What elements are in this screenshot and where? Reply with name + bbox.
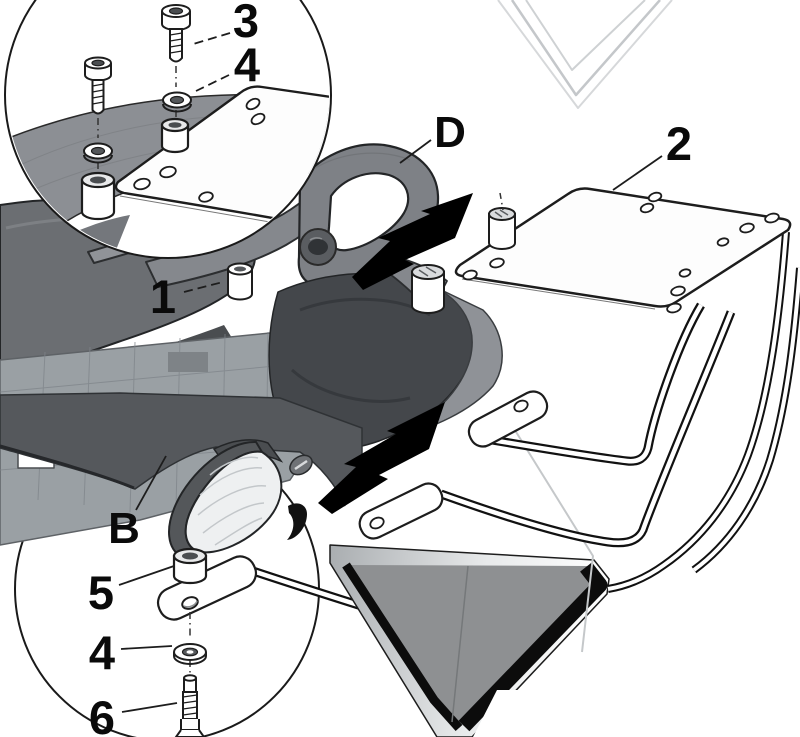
rack-tab-lower	[358, 482, 444, 540]
leader-screw-top	[189, 32, 231, 46]
leader-bodywork	[135, 455, 167, 511]
fender-edge-left	[342, 562, 463, 731]
detail-bottom-contents	[156, 547, 258, 737]
mount-tab-detail	[156, 555, 258, 621]
leader-lines	[118, 32, 663, 713]
callout-spacer-bottom: 5	[88, 566, 114, 619]
undertail-bodywork	[0, 392, 363, 559]
screw-part-top-left	[84, 56, 112, 115]
plate-holes	[462, 191, 780, 314]
callout-screw-top: 3	[233, 0, 259, 47]
wire-hook	[287, 503, 307, 540]
fender-white-notch	[473, 690, 524, 737]
leader-handle	[399, 139, 432, 164]
leader-rail-spacer	[183, 281, 224, 293]
leader-washer-top	[195, 74, 230, 92]
callout-washer-top: 4	[234, 38, 260, 91]
assembly-arrow-lower	[318, 402, 445, 514]
plate-spacer-rear	[411, 264, 445, 314]
washer-part-bottom	[173, 643, 207, 665]
rack-top-plate	[454, 187, 792, 308]
rail-spacer-part	[227, 262, 253, 301]
plate-spacer-front	[488, 207, 516, 250]
leader-spacer-bottom	[118, 565, 175, 586]
screw-part-top-right	[161, 4, 191, 63]
callout-top-plate: 2	[666, 117, 692, 170]
callout-rail-spacer: 1	[150, 270, 176, 323]
leader-screw-bottom	[121, 702, 178, 713]
plate-magnified-holes	[133, 97, 266, 203]
washer-part-top-right	[162, 91, 192, 113]
rack-assembly	[358, 187, 800, 593]
case-ghost-line	[512, 426, 594, 653]
rear-fender	[329, 426, 610, 737]
callout-bodywork: B	[108, 504, 140, 553]
callout-handle: D	[434, 108, 466, 157]
windscreen-ghost-outline	[497, 0, 673, 109]
screw-part-bottom	[174, 674, 206, 737]
panel-dark-patch	[168, 352, 208, 372]
callout-washer-bottom: 4	[89, 626, 115, 679]
rack-tab-upper	[467, 390, 549, 448]
leader-washer-bottom	[120, 645, 173, 650]
assembly-arrow-upper	[352, 193, 473, 290]
fender-gray-face	[346, 565, 599, 728]
washer-part-top-left	[83, 142, 113, 164]
leader-top-plate	[612, 155, 663, 191]
callout-screw-bottom: 6	[89, 691, 115, 737]
spacer-part-top-left	[80, 171, 116, 221]
spacer-part-top-right	[160, 117, 190, 154]
spacer-part	[172, 547, 208, 585]
